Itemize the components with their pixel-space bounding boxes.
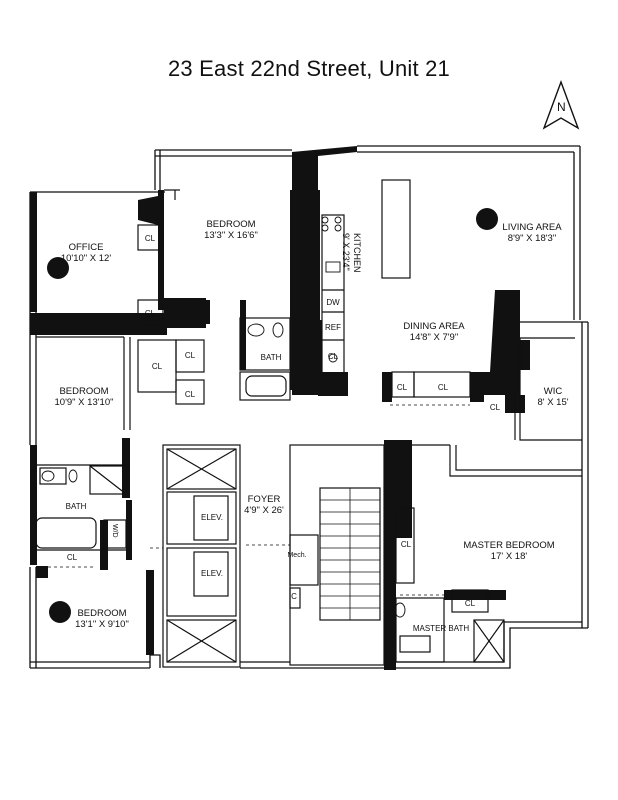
room-wic: WIC 8' X 15' bbox=[537, 386, 568, 408]
room-dim: 13'3" X 16'6" bbox=[204, 230, 258, 241]
elevator-label-1: ELEV. bbox=[201, 513, 223, 522]
closet-label-kitchen: CL bbox=[327, 352, 339, 361]
fixtures bbox=[41, 216, 406, 618]
room-foyer: FOYER 4'9" X 26' bbox=[244, 494, 284, 516]
room-living-area: LIVING AREA 8'9" X 18'3" bbox=[502, 222, 561, 244]
room-name: BEDROOM bbox=[77, 608, 127, 619]
room-bedroom-middle: BEDROOM 10'9" X 13'10" bbox=[55, 386, 114, 408]
room-dim: 9' X 23'4" bbox=[341, 233, 351, 271]
room-kitchen: KITCHEN 9' X 23'4" bbox=[340, 233, 362, 273]
room-bedroom-lower: BEDROOM 13'1" X 9'10" bbox=[75, 608, 129, 630]
door-openings bbox=[42, 404, 470, 596]
room-name: DINING AREA bbox=[403, 321, 465, 332]
closet-label-office: CL bbox=[144, 234, 156, 243]
closet-label-hall1: CL bbox=[184, 351, 196, 360]
bath-label-upper: BATH bbox=[260, 353, 282, 362]
north-label: N bbox=[557, 100, 566, 114]
elevator-label-2: ELEV. bbox=[201, 569, 223, 578]
closet-label-dining2: CL bbox=[437, 383, 449, 392]
room-dim: 10'10" X 12' bbox=[60, 253, 112, 264]
closet-label-bedroom3: CL bbox=[66, 553, 78, 562]
closet-label-bedroom: CL bbox=[144, 309, 156, 318]
room-dim: 4'9" X 26' bbox=[244, 505, 284, 516]
plan-title: 23 East 22nd Street, Unit 21 bbox=[168, 56, 450, 81]
room-name: BEDROOM bbox=[59, 386, 109, 397]
room-dining-area: DINING AREA 14'8" X 7'9" bbox=[403, 321, 464, 343]
bath-label-lower: BATH bbox=[65, 502, 87, 511]
north-arrow-icon bbox=[542, 79, 580, 130]
room-dim: 10'9" X 13'10" bbox=[54, 397, 114, 408]
master-bath-label: MASTER BATH bbox=[412, 624, 470, 633]
room-name: OFFICE bbox=[68, 242, 104, 253]
room-dim: 17' X 18' bbox=[490, 551, 528, 562]
closet-label-dining1: CL bbox=[396, 383, 408, 392]
closet-label-master: CL bbox=[400, 540, 412, 549]
room-dim: 14'8" X 7'9" bbox=[409, 332, 459, 343]
solid-walls bbox=[30, 146, 530, 670]
room-dim: 8'9" X 18'3" bbox=[507, 233, 557, 244]
room-dim: 8' X 15' bbox=[537, 397, 569, 408]
mech-label: Mech. bbox=[287, 552, 307, 559]
washer-dryer-label: W/D bbox=[111, 524, 118, 538]
room-name: FOYER bbox=[247, 494, 281, 505]
closet-label-bedroom2: CL bbox=[151, 362, 163, 371]
room-bedroom-upper: BEDROOM 13'3" X 16'6" bbox=[204, 219, 258, 241]
closet-label-hall2: CL bbox=[184, 390, 196, 399]
room-office: OFFICE 10'10" X 12' bbox=[61, 242, 111, 264]
room-name: KITCHEN bbox=[352, 233, 362, 273]
dishwasher-label: DW bbox=[326, 298, 340, 307]
room-name: LIVING AREA bbox=[502, 222, 562, 233]
closet-label-master2: CL bbox=[464, 599, 476, 608]
closet-label-stair: C bbox=[291, 592, 297, 601]
room-name: MASTER BEDROOM bbox=[463, 540, 555, 551]
room-name: WIC bbox=[543, 386, 563, 397]
room-dim: 13'1" X 9'10" bbox=[75, 619, 129, 630]
room-master-bedroom: MASTER BEDROOM 17' X 18' bbox=[463, 540, 554, 562]
closet-label-wic: CL bbox=[489, 403, 501, 412]
room-name: BEDROOM bbox=[206, 219, 256, 230]
interior-walls bbox=[35, 179, 588, 668]
refrigerator-label: REF bbox=[325, 323, 341, 332]
